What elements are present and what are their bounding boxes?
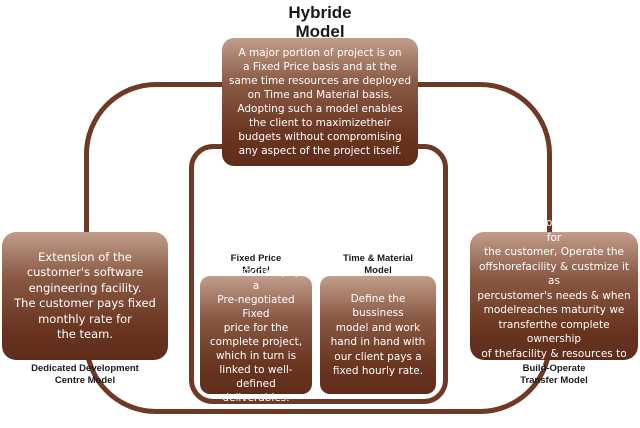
dedicated-development-box: Extension of the customer's software eng… [2,232,168,360]
time-material-box: Define the bussiness model and work hand… [320,276,436,394]
time-material-label: Time & Material Model [342,253,414,276]
dedicated-development-label: Dedicated Development Centre Model [31,363,139,386]
hybrid-model-box: A major portion of project is on a Fixed… [222,38,418,166]
diagram-title: Hybride Model [288,3,352,41]
build-operate-transfer-label: Build-Operate Transfer Model [520,363,588,386]
fixed-price-label: Fixed Price Model [230,253,282,276]
build-operate-transfer-box: We build an offshore facility for the cu… [470,217,638,374]
fixed-price-box: The customer pays a Pre-negotiated Fixed… [200,266,312,404]
